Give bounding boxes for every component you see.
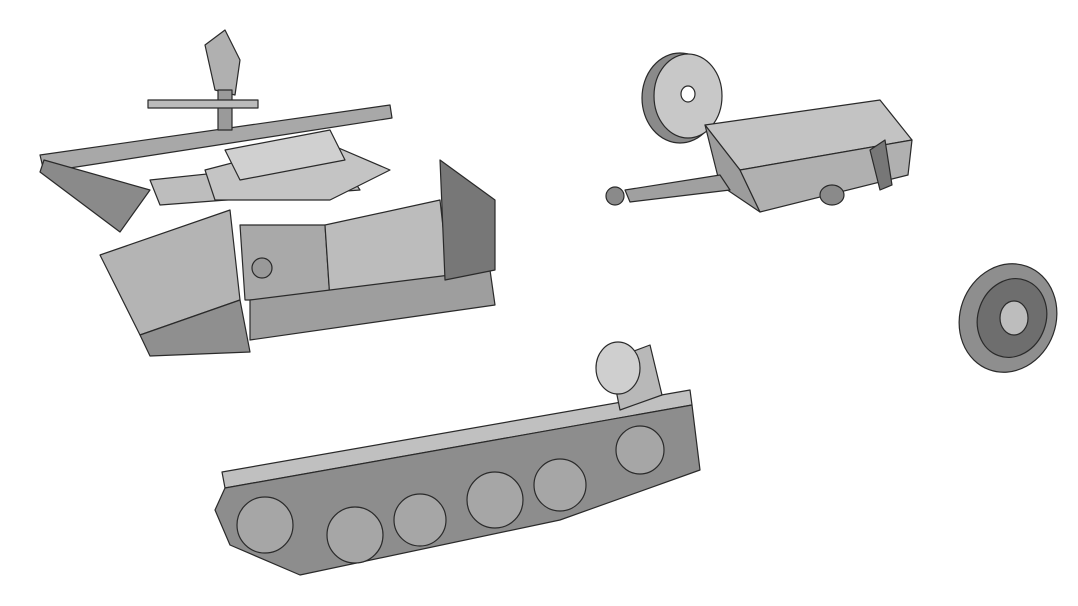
gun-mount: [147, 29, 259, 131]
spare-wheel: [641, 52, 723, 144]
tank-hull: [39, 29, 496, 357]
track-assembly: [214, 341, 701, 576]
suspension-wheels: [236, 425, 665, 564]
road-wheel: [958, 263, 1058, 373]
trailer: [605, 99, 913, 213]
